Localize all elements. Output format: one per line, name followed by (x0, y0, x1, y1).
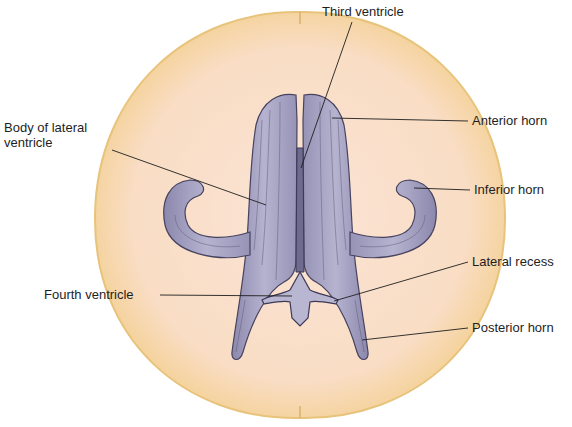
part-label: Inferior horn (474, 182, 568, 197)
part-label: Third ventricle (322, 4, 432, 19)
part-label: Body of lateral ventricle (4, 120, 110, 150)
fissure (299, 406, 301, 418)
lateral-ventricle (303, 94, 436, 359)
fourth-ventricle (262, 272, 338, 326)
third-ventricle (296, 148, 304, 272)
brain-outline (95, 12, 505, 418)
part-label: Posterior horn (472, 320, 568, 335)
lateral-ventricle (164, 94, 297, 359)
part-label: Lateral recess (472, 254, 568, 269)
part-label: Anterior horn (472, 113, 568, 128)
leader-lines (112, 22, 470, 340)
fissure (299, 12, 301, 24)
part-label: Fourth ventricle (44, 287, 158, 302)
